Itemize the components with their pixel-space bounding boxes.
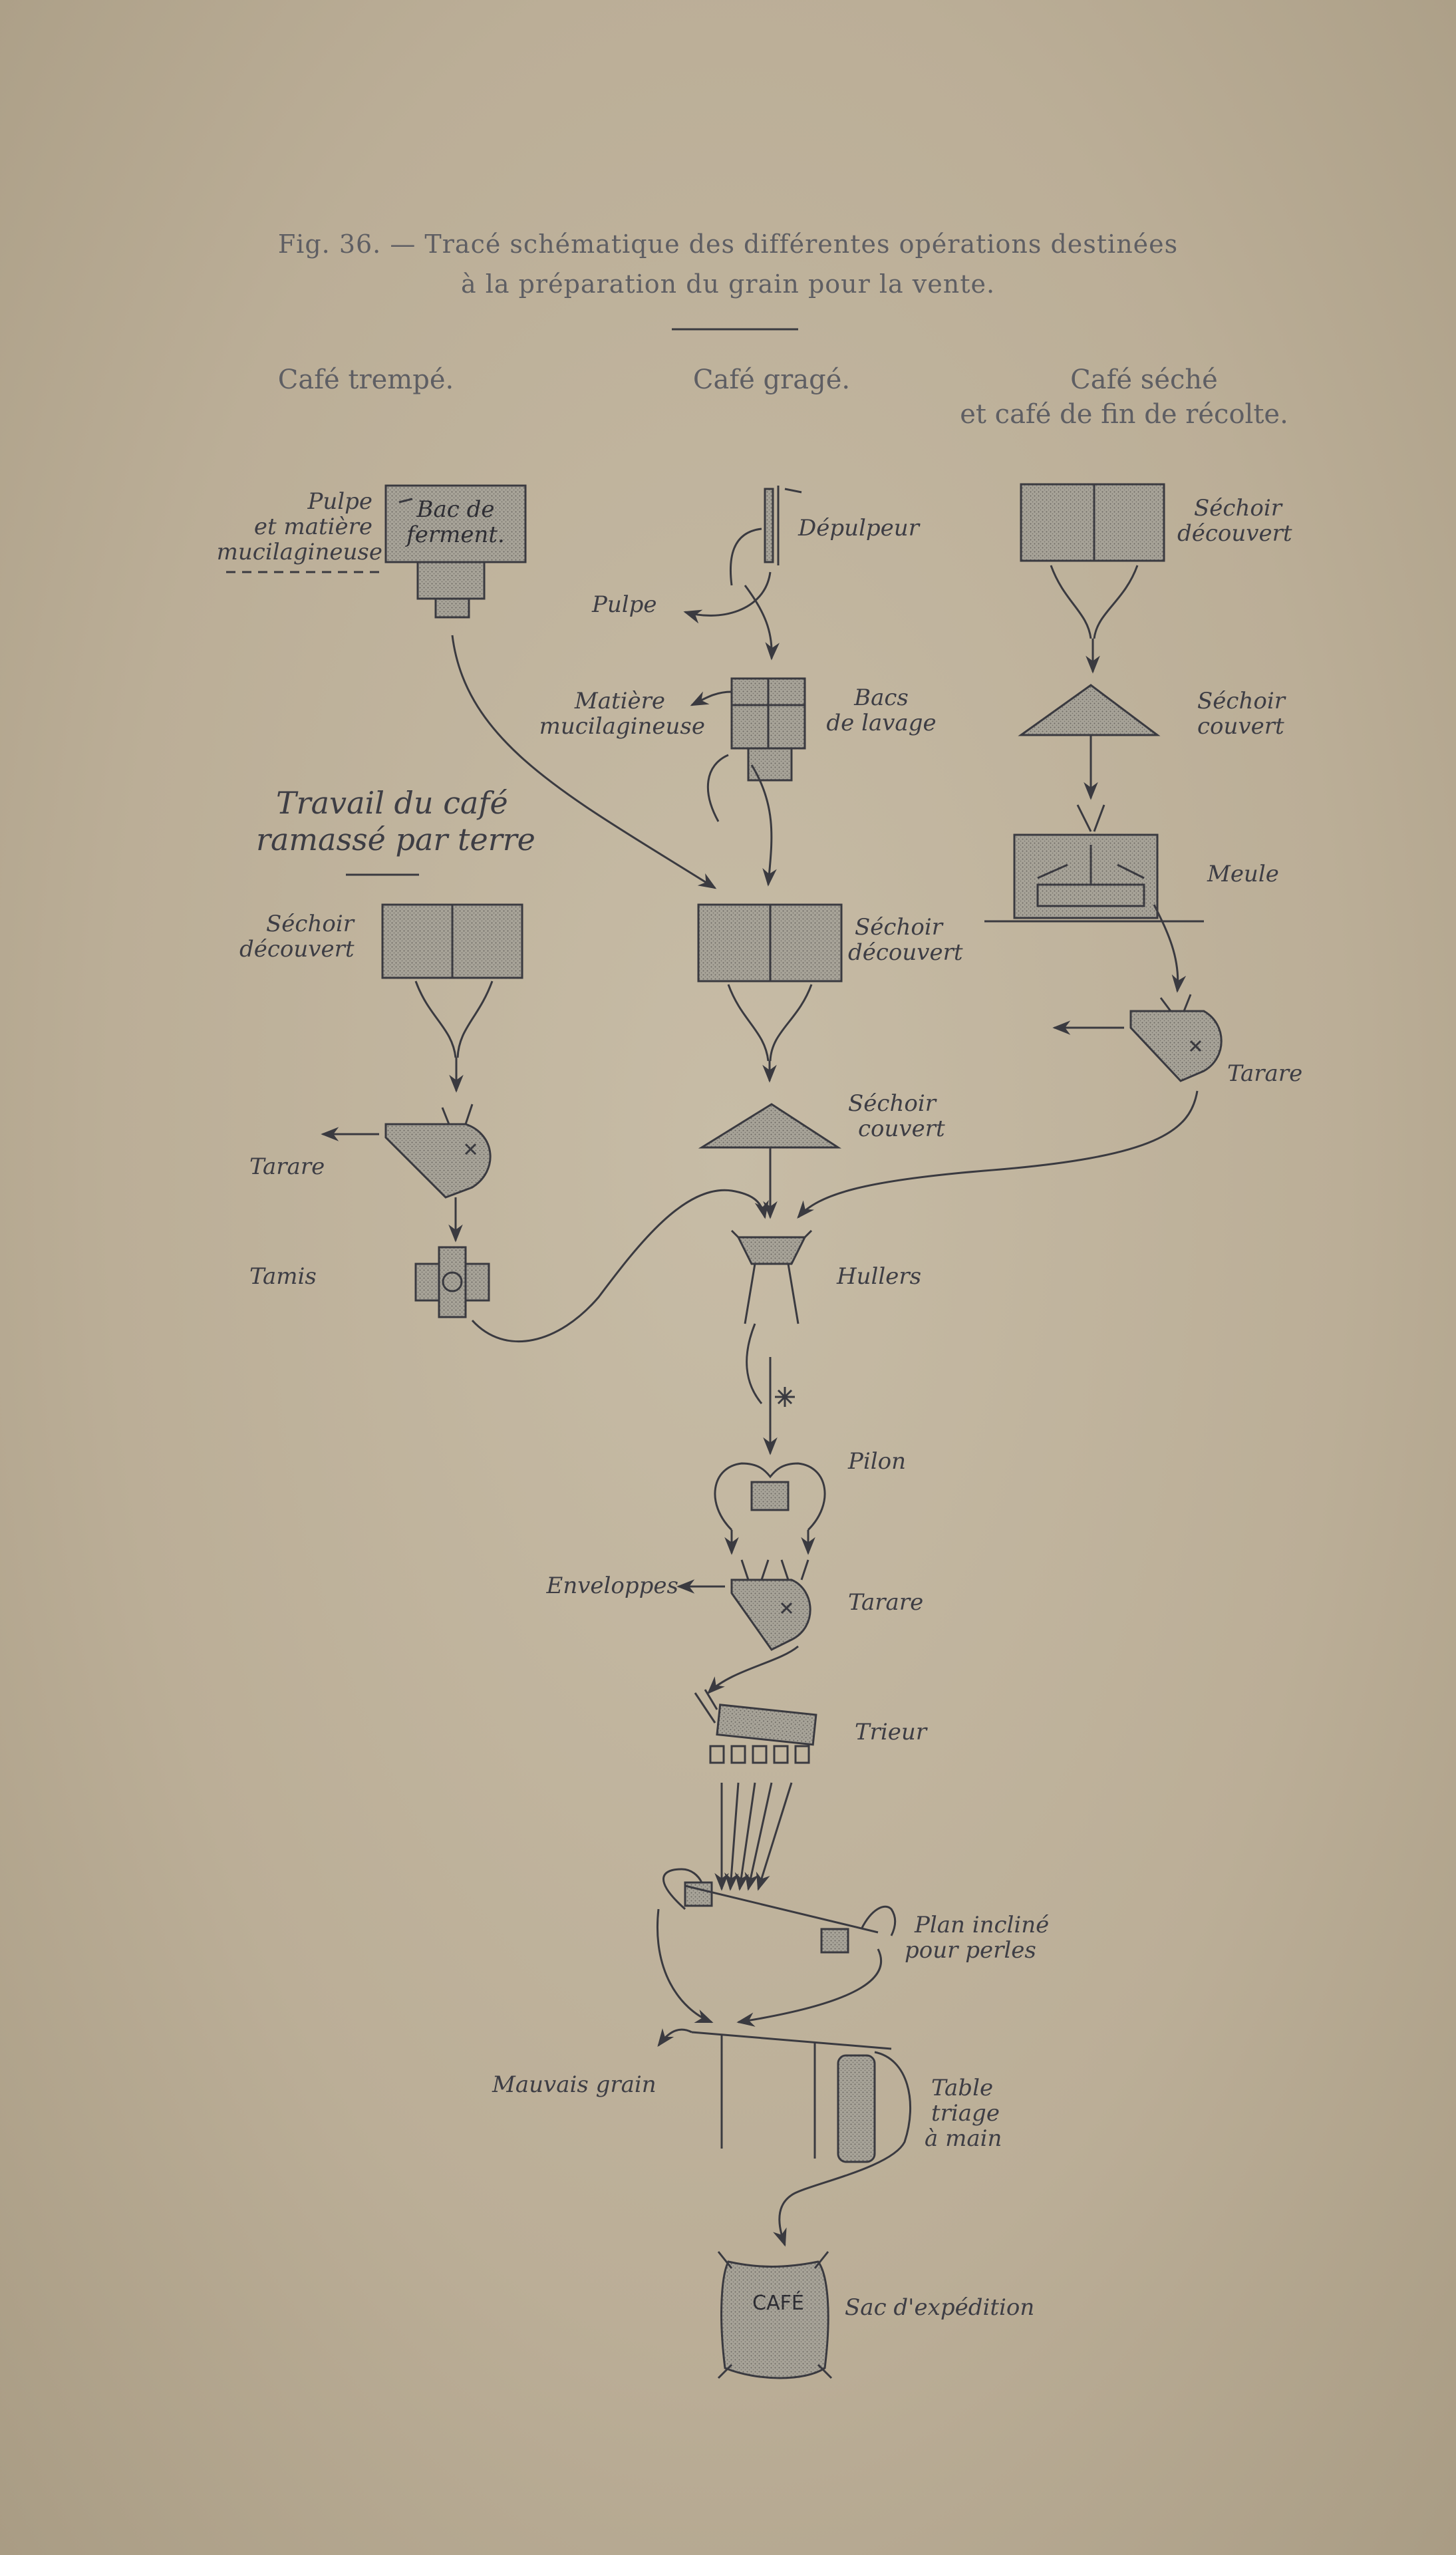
figure-caption-line2: à la préparation du grain pour la vente. [460,269,996,299]
table-hand-sort-pile [837,2054,876,2163]
label-sechoir-decouvert-right-2: découvert [1177,520,1292,547]
label-hullers: Hullers [837,1263,922,1290]
flow-plan-left [656,1908,714,2024]
sac-expedition [720,2260,829,2379]
hullers-hopper [736,1236,807,1265]
label-tarare-middle: Tarare [848,1589,924,1616]
label-travail-du-cafe-2: ramassé par terre [256,822,535,857]
bac-de-ferment-outlet [416,561,486,600]
label-tarare-left: Tarare [249,1153,325,1180]
table-top [691,2031,892,2050]
label-matiere-mucil-1: Matière [574,688,665,714]
figure-caption-line1: Fig. 36. — Tracé schématique des différe… [277,229,1179,259]
sechoir-funnel-right [1093,565,1139,639]
label-tamis: Tamis [249,1263,317,1290]
label-sechoir-couvert-middle-2: couvert [858,1116,945,1142]
flow-table-to-sac [773,2051,912,2247]
column-heading-cafe-trempe: Café trempé. [277,365,454,395]
label-mauvais-grain: Mauvais grain [492,2071,656,2098]
label-sechoir-couvert-right-2: couvert [1197,713,1284,740]
pilon-block [750,1481,790,1511]
flow-bac-to-sechoir-middle [451,635,717,889]
flow-to-matiere-mucil [690,690,732,706]
label-pulpe: Pulpe [592,591,657,618]
bac-de-ferment-box [384,484,527,563]
flow-to-bacs-lavage [744,585,780,661]
label-tarare-right: Tarare [1227,1060,1303,1087]
depulpeur-inlet-curve [729,527,762,586]
label-table-2: triage [931,2100,1000,2127]
sechoir-couvert-right [1018,684,1161,736]
label-meule: Meule [1207,861,1279,887]
label-sechoir-decouvert-right-1: Séchoir [1194,495,1282,522]
flow-tamis-to-hullers [471,1189,769,1343]
label-plan-incline-2: pour perles [905,1937,1036,1964]
pilon-mortar [714,1462,826,1531]
label-matiere-mucil-2: mucilagineuse [539,713,705,740]
label-plan-incline-1: Plan incliné [915,1912,1050,1938]
label-depulpeur: Dépulpeur [798,515,919,541]
tarare-left [384,1123,492,1199]
label-sechoir-decouvert-middle-2: découvert [848,939,963,966]
sechoir-funnel-left [1050,565,1092,639]
sechoir-decouvert-right [1020,483,1165,562]
trieur-drum [716,1704,817,1746]
label-pulpe-matiere-1: Pulpe [307,488,372,515]
label-sac-cafe: CAFÉ [752,2292,804,2315]
flow-tarare-right-to-hullers [797,1090,1199,1219]
label-table-1: Table [931,2075,994,2101]
column-heading-cafe-seche-line1: Café séché [1070,365,1218,395]
plan-incline-surface [684,1884,879,1934]
label-sechoir-couvert-middle-1: Séchoir [848,1090,936,1117]
label-bac-de-ferment-1: Bac de [416,496,495,523]
flow-meule-to-tarare [1153,904,1187,993]
tarare-right [1129,1010,1223,1082]
depulpeur-rotor [764,488,774,563]
bacs-side-curve [706,754,729,822]
flow-to-pulpe [683,571,772,624]
column-heading-cafe-seche-line2: et café de fin de récolte. [960,399,1288,430]
label-sechoir-decouvert-left-1: Séchoir [266,911,354,937]
label-pilon: Pilon [848,1448,906,1475]
label-trieur: Trieur [855,1719,927,1745]
flow-tarare-to-trieur [707,1645,799,1694]
label-sechoir-couvert-right-1: Séchoir [1197,688,1285,714]
label-travail-du-cafe-1: Travail du café [276,785,508,821]
label-sechoir-decouvert-left-2: découvert [239,936,355,963]
sechoir-couvert-middle [698,1103,842,1149]
label-bac-de-ferment-2: ferment. [406,522,505,548]
label-sac-expedition: Sac d'expédition [845,2294,1035,2321]
label-pulpe-matiere-3: mucilagineuse [216,539,382,565]
label-enveloppes: Enveloppes [546,1573,679,1599]
tarare-middle [730,1578,811,1651]
trieur-outlets [709,1745,810,1764]
label-table-3: à main [925,2125,1002,2152]
flow-lavage-to-sechoir [750,764,777,887]
label-bacs-lavage-2: de lavage [826,710,937,736]
column-heading-cafe-grage: Café gragé. [692,365,851,395]
flow-plan-right [736,1948,883,2027]
label-bacs-lavage-1: Bacs [854,684,909,711]
label-sechoir-decouvert-middle-1: Séchoir [855,914,943,941]
label-pulpe-matiere-2: et matière [253,514,372,540]
